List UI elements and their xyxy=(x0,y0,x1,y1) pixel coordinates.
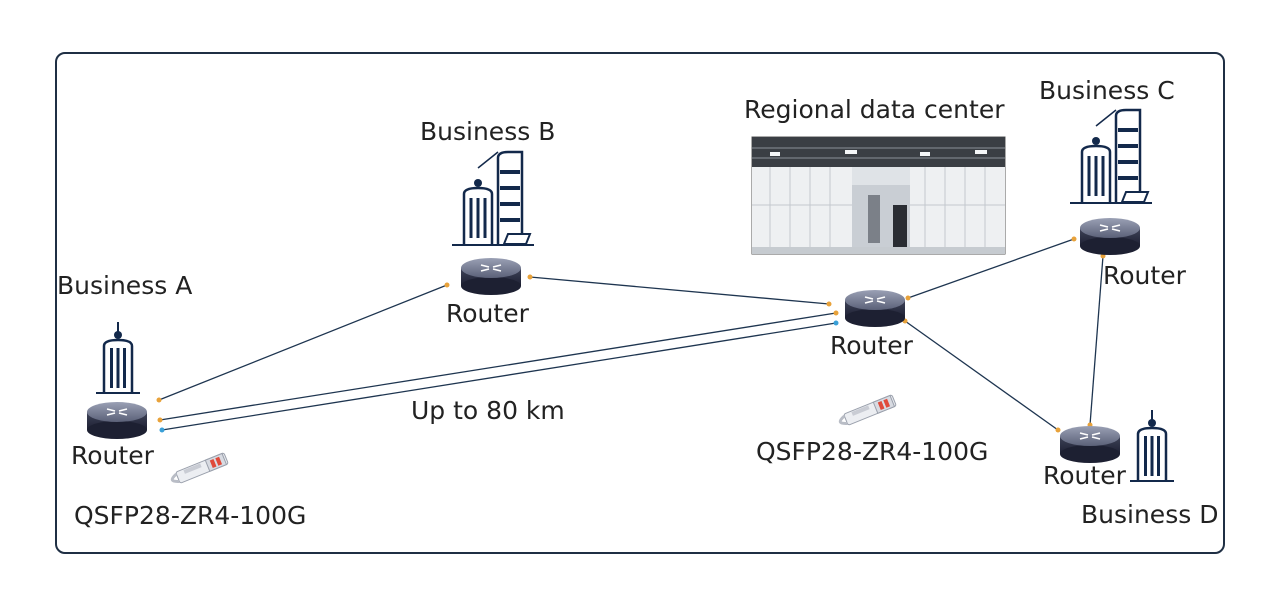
distance-label: Up to 80 km xyxy=(411,396,565,425)
router-icon-a xyxy=(86,401,148,440)
transceiver-label-datacenter: QSFP28-ZR4-100G xyxy=(756,437,989,466)
link-dc-d xyxy=(904,320,1059,431)
business-a-label: Business A xyxy=(57,271,193,300)
fiber-links xyxy=(158,238,1104,431)
link-a-b xyxy=(158,284,448,401)
router-label-a: Router xyxy=(71,441,154,470)
link-b-dc xyxy=(529,276,830,305)
link-c-d xyxy=(1089,255,1104,426)
router-label-d: Router xyxy=(1043,461,1126,490)
transceiver-label-a: QSFP28-ZR4-100G xyxy=(74,501,307,530)
datacenter-label: Regional data center xyxy=(744,95,1005,124)
transceiver-icon-a xyxy=(168,451,230,488)
datacenter-photo xyxy=(751,136,1006,255)
router-icon-c xyxy=(1079,217,1141,256)
router-icon-b xyxy=(460,257,522,296)
router-icon-d xyxy=(1059,425,1121,464)
link-dc-c xyxy=(907,238,1075,299)
link-a-dc-1 xyxy=(159,312,837,421)
business-d-label: Business D xyxy=(1081,500,1219,529)
building-icon-business-d xyxy=(1130,408,1174,484)
link-a-dc-2 xyxy=(161,322,837,431)
router-label-datacenter: Router xyxy=(830,331,913,360)
router-label-b: Router xyxy=(446,299,529,328)
building-icon-business-a xyxy=(96,322,140,394)
link-endpoints xyxy=(156,236,1106,433)
business-c-label: Business C xyxy=(1039,76,1175,105)
building-icon-business-c xyxy=(1068,108,1152,204)
business-b-label: Business B xyxy=(420,117,556,146)
building-icon-business-b xyxy=(450,150,534,246)
router-label-c: Router xyxy=(1103,261,1186,290)
router-icon-datacenter xyxy=(844,289,906,328)
transceiver-icon-datacenter xyxy=(836,393,898,430)
diagram-frame xyxy=(55,52,1225,554)
